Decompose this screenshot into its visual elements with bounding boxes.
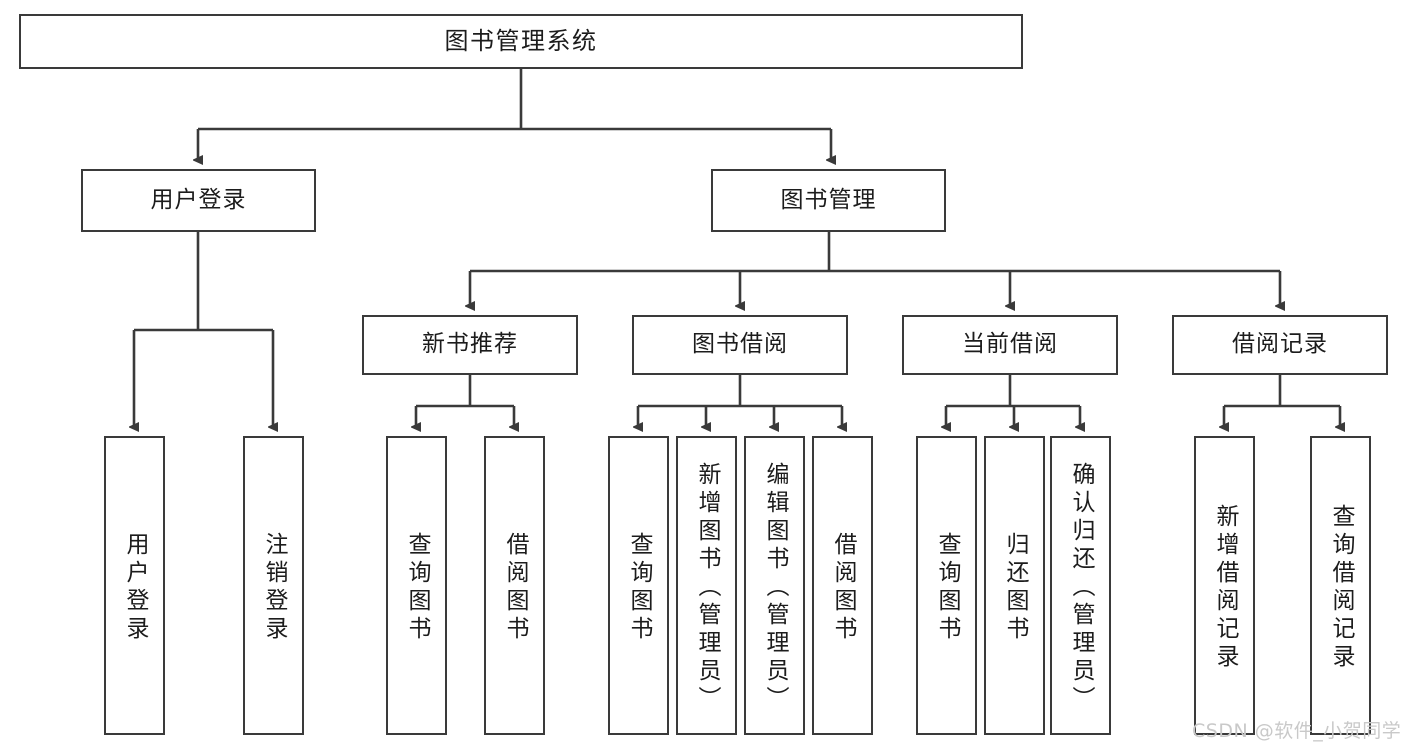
node-label: 图书管理系统: [444, 27, 598, 56]
leaf-query-book-borrow[interactable]: 查询图书: [608, 436, 669, 735]
node-borrow-record[interactable]: 借阅记录: [1172, 315, 1388, 375]
node-label: 查询图书: [404, 531, 430, 644]
node-new-book-recommend[interactable]: 新书推荐: [362, 315, 578, 375]
node-label: 用户登录: [150, 186, 247, 213]
node-label: 查询图书: [934, 531, 960, 644]
node-label: 编辑图书（管理员）: [762, 461, 788, 714]
leaf-logout[interactable]: 注销登录: [243, 436, 304, 735]
node-user-login[interactable]: 用户登录: [81, 169, 316, 232]
node-label: 借阅图书: [502, 531, 528, 644]
node-book-management[interactable]: 图书管理: [711, 169, 946, 232]
node-label: 当前借阅: [962, 331, 1058, 358]
node-label: 图书借阅: [692, 331, 788, 358]
node-label: 查询图书: [626, 531, 652, 644]
node-label: 新书推荐: [422, 331, 518, 358]
node-label: 新增借阅记录: [1212, 503, 1238, 672]
leaf-edit-book-admin[interactable]: 编辑图书（管理员）: [744, 436, 805, 735]
leaf-borrow-book-recommend[interactable]: 借阅图书: [484, 436, 545, 735]
csdn-watermark: CSDN @软件_小贺同学: [1192, 720, 1402, 742]
node-label: 新增图书（管理员）: [694, 461, 720, 714]
leaf-query-book-recommend[interactable]: 查询图书: [386, 436, 447, 735]
node-book-borrow[interactable]: 图书借阅: [632, 315, 848, 375]
node-root-system[interactable]: 图书管理系统: [19, 14, 1023, 69]
node-label: 查询借阅记录: [1328, 503, 1354, 672]
leaf-confirm-return-admin[interactable]: 确认归还（管理员）: [1050, 436, 1111, 735]
leaf-user-login[interactable]: 用户登录: [104, 436, 165, 735]
leaf-add-borrow-record[interactable]: 新增借阅记录: [1194, 436, 1255, 735]
leaf-borrow-book[interactable]: 借阅图书: [812, 436, 873, 735]
node-label: 借阅记录: [1232, 331, 1328, 358]
leaf-add-book-admin[interactable]: 新增图书（管理员）: [676, 436, 737, 735]
node-label: 归还图书: [1002, 531, 1028, 644]
leaf-query-borrow-record[interactable]: 查询借阅记录: [1310, 436, 1371, 735]
node-label: 确认归还（管理员）: [1068, 461, 1094, 714]
node-label: 注销登录: [261, 531, 287, 644]
node-label: 借阅图书: [830, 531, 856, 644]
node-current-borrow[interactable]: 当前借阅: [902, 315, 1118, 375]
node-label: 用户登录: [122, 531, 148, 644]
leaf-query-book-current[interactable]: 查询图书: [916, 436, 977, 735]
leaf-return-book[interactable]: 归还图书: [984, 436, 1045, 735]
node-label: 图书管理: [780, 186, 877, 213]
